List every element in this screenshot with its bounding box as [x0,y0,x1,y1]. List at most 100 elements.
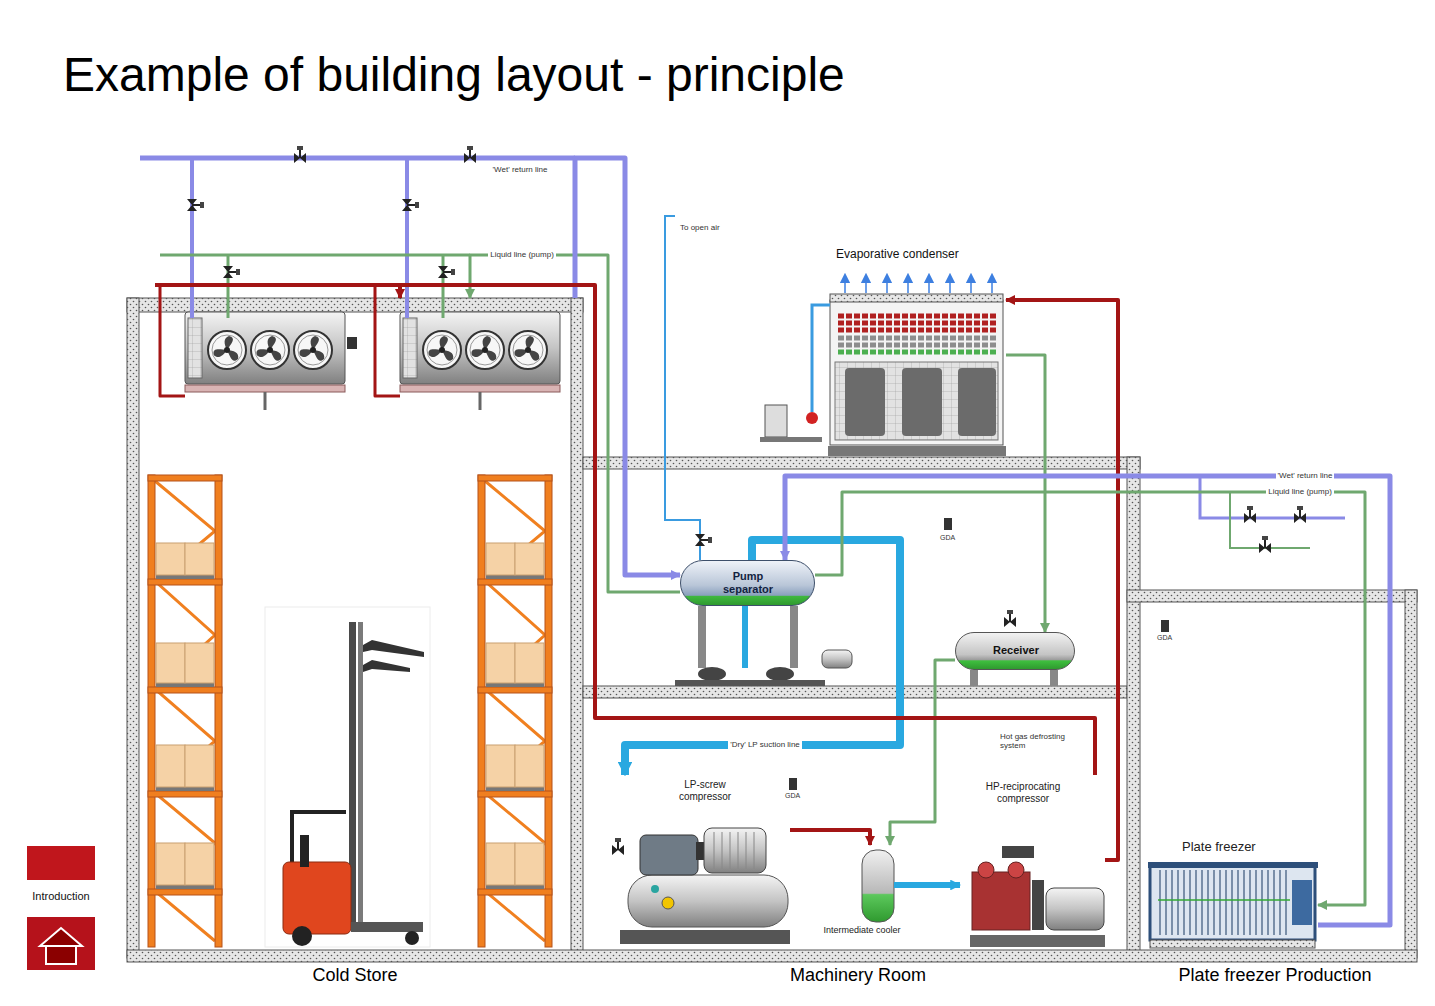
warning-sign [662,897,674,909]
valve [612,838,624,855]
condenser-coil [838,343,996,348]
valve [1244,506,1256,523]
cooler-vessel [862,850,894,922]
vent-pipe [665,232,700,560]
room-zone: Machinery RoomPump separatorReceiverLP-s… [583,457,1133,993]
annotation-box: GDA [785,792,800,800]
ground-slab [127,950,1417,962]
valve [438,266,455,278]
valve [187,199,204,211]
intermediate-cooler-vessel [862,850,912,922]
valve [1004,610,1016,627]
nav-button: Introduction [27,846,95,880]
vapour-arrow [949,278,951,293]
oil-separator [628,875,788,927]
room-name: Plate freezer Production [1178,965,1371,985]
forklift [265,607,430,947]
condenser-top [830,294,1003,302]
liquid-pipe [160,254,470,257]
vessel-leg [970,670,978,686]
pipe-connector [815,492,1365,905]
valve [464,146,476,163]
annotation-box: GDA [940,534,955,542]
annotation: GDA [940,534,955,541]
hot-gas-pipe [375,285,400,396]
condenser-coil [838,321,996,326]
drive-cabinet [765,405,787,437]
room-zone: Plate freezer Production Plate freezer [1133,590,1417,993]
equipment-name: LP-screw compressor [679,779,731,802]
compressor-frame [620,930,790,944]
equipment-name: HP-reciprocating compressor [986,781,1060,804]
forklift-fork [363,640,424,657]
pump-separator-station [665,216,1058,686]
wall [127,298,139,958]
motor [1046,888,1104,930]
forklift-mast [358,622,363,922]
pipe-connector [470,255,680,592]
house-body [46,946,76,964]
motor [704,828,766,873]
freezer-plates [1160,870,1286,935]
node-text-block: Pump separator [718,570,778,595]
node-text-block: Plate freezer Production [1133,965,1417,986]
vapour-arrow [844,278,846,293]
forklift-wheel [292,926,312,946]
forklift-wheel [405,931,419,945]
forklift-body [283,862,351,934]
hp-reciprocating-compressor-unit [970,846,1105,947]
vent-pipe [665,216,675,232]
plate-freezer-machine [1148,862,1318,948]
forklift-fork [363,660,410,672]
building [127,298,1417,962]
hot-gas-pipe [160,285,185,396]
roof [1127,590,1417,602]
condenser-casing [830,300,1003,445]
equipment-unit: Intermediate cooler [812,845,912,950]
node-text-block: Machinery Room [583,965,1133,986]
room-name: Machinery Room [790,965,926,985]
equipment-name: Plate freezer [1182,839,1256,854]
vessel-leg [1050,670,1058,686]
forklift-backdrop [265,607,430,947]
vapour-arrow [865,278,867,293]
annotation-box: GDA [1157,634,1172,642]
equipment-name: Pump separator [723,570,773,595]
pump-downleg [742,606,748,668]
suction-stub [894,882,912,888]
title-block: Example of building layout - principle [63,47,845,102]
pipe-connector [1006,300,1118,860]
compressor-frame [970,935,1105,947]
node-text-block: Introduction [15,890,107,903]
home-button [27,917,95,970]
pipe-label: 'Wet' return line [493,165,548,174]
node-text-block: Evaporative condenser [836,248,959,262]
pipe-label-box: 'Wet' return line [491,165,550,174]
condenser-grille [835,362,998,440]
flywheel [1032,880,1044,930]
coupling [696,842,704,860]
roof [127,298,583,312]
pipe-label-box: 'Wet' return line [1276,471,1335,480]
condenser-coil [838,314,996,319]
annotation-box: To open air [680,223,720,232]
pipe-label-box: 'Dry' LP suction line [728,740,802,749]
compressor-block [972,872,1030,930]
node-text-block: Cold Store [127,965,583,986]
storage-rack [148,475,222,947]
equipment-unit: HP-reciprocating compressor [960,775,1105,948]
condenser-base [828,446,1006,456]
refrigerant-pump [766,667,794,681]
air-cooler [185,312,345,410]
wet-return-pipe [140,156,575,161]
wall [1127,457,1140,957]
annotation-box: Hot gas defrosting system [1000,732,1080,750]
screw-compressor [640,835,698,875]
equipment-unit: Plate freezer [1148,838,1318,948]
node-text-block: HP-reciprocating compressor [975,781,1071,804]
vessel-leg [790,606,798,668]
evaporative-condenser-unit [760,278,1006,456]
gas-detector [944,518,952,530]
